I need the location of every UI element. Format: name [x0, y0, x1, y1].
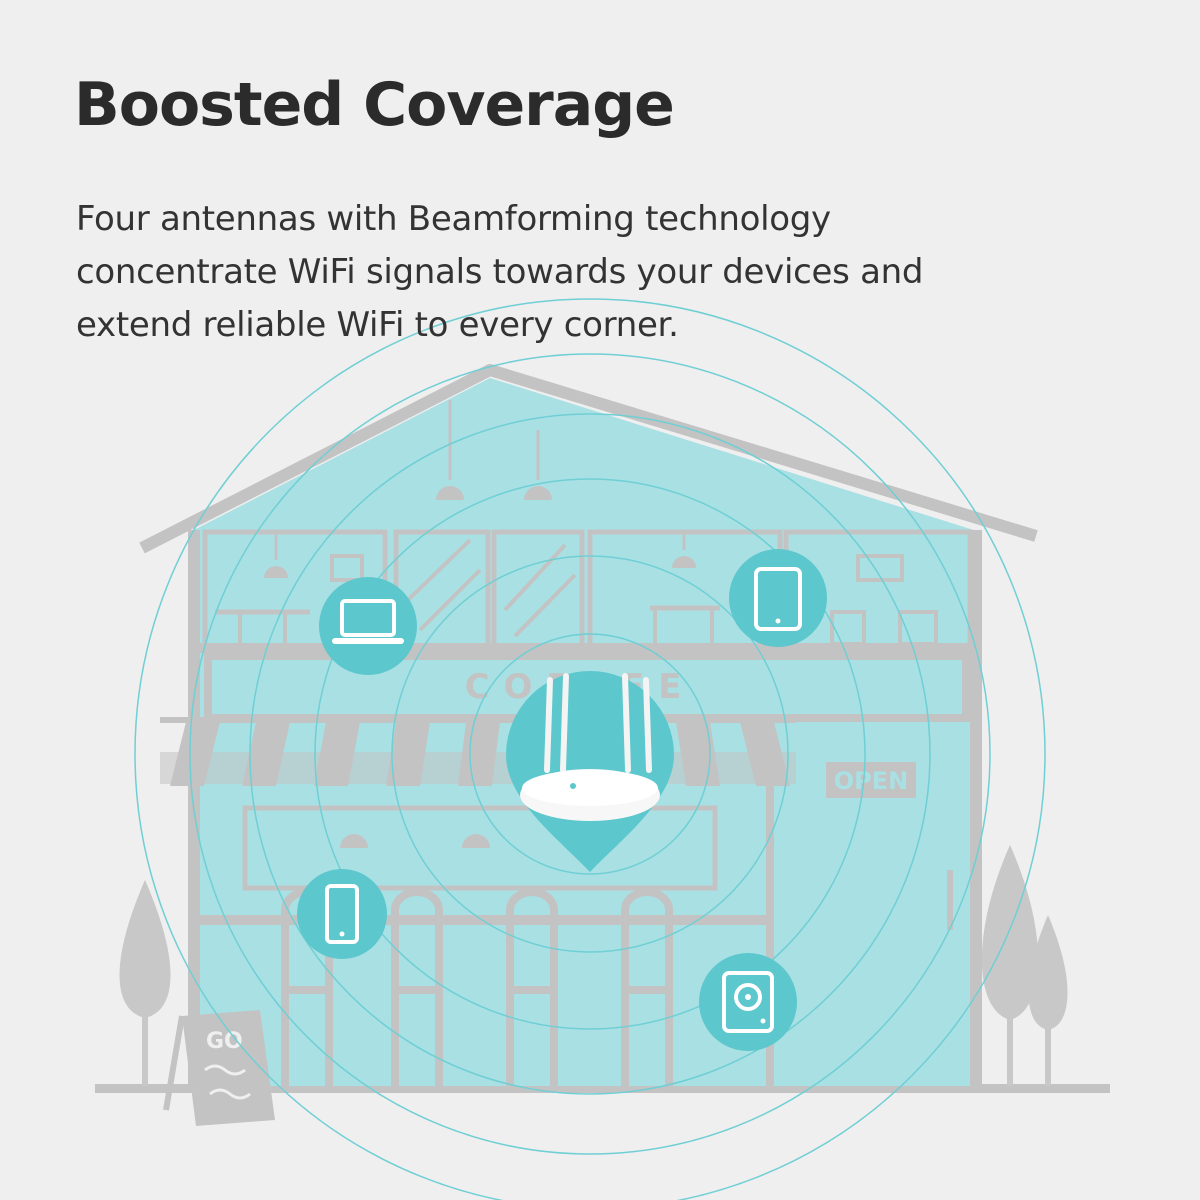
speaker-icon [699, 953, 797, 1051]
open-sign-text: OPEN [834, 767, 908, 795]
phone-icon [297, 869, 387, 959]
description-line: concentrate WiFi signals towards your de… [76, 252, 924, 292]
router-icon [506, 671, 674, 872]
ground-line [95, 1084, 1110, 1093]
description-line: Four antennas with Beamforming technolog… [76, 199, 831, 239]
trees-right [981, 845, 1068, 1086]
feature-title: Boosted Coverage [74, 70, 675, 140]
tablet-icon [729, 549, 827, 647]
feature-description: Four antennas with Beamforming technolog… [76, 193, 1076, 352]
wifi-signal-rings [134, 298, 1046, 1200]
chalkboard-sign: GO [163, 1010, 275, 1126]
tree-left [119, 880, 171, 1086]
laptop-icon [319, 577, 417, 675]
description-line: extend reliable WiFi to every corner. [76, 305, 679, 345]
